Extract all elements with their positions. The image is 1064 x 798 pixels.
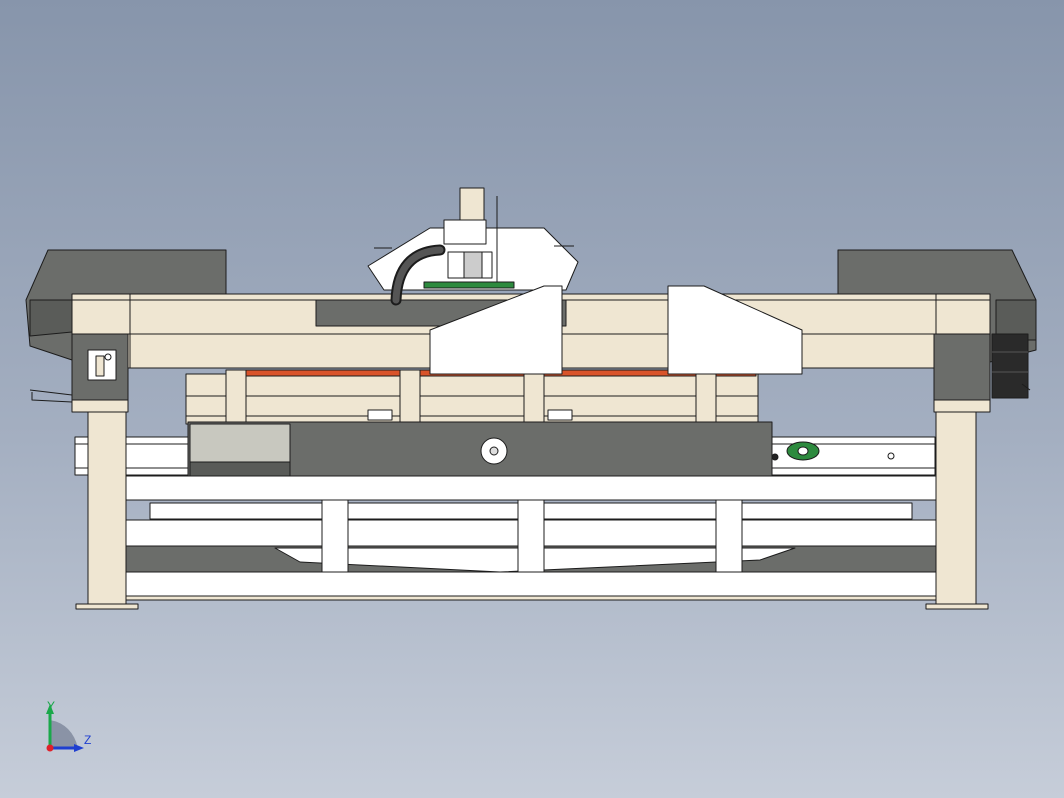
right-housing [837,249,1037,363]
base-frame [124,475,938,601]
z-axis-label: Z [84,733,91,747]
triad-plane [50,720,78,748]
gantry-cover-left [429,285,563,375]
y-axis-label: Y [47,700,55,713]
y-carriage [187,421,773,477]
left-end-plate [87,349,117,381]
triad-origin [46,744,54,752]
spindle-head [367,187,579,306]
right-leg [925,399,991,610]
y-axis-arrow [46,704,54,714]
right-motor [991,333,1031,399]
axis-triad: Y Z [46,700,91,752]
z-axis-arrow [74,744,84,752]
gantry-cover-right [667,285,803,375]
worktable [185,369,759,425]
green-fitting [771,441,820,461]
